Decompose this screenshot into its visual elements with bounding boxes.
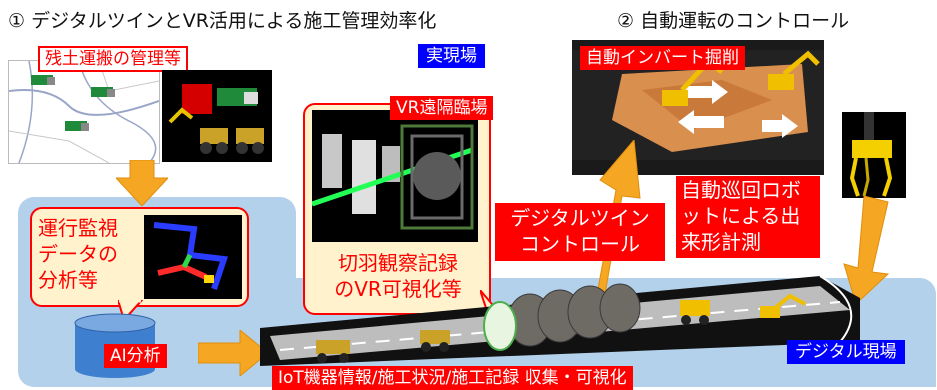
robot-patrol-line1: 自動巡回ロボ bbox=[681, 178, 801, 202]
digital-twin-line1: デジタルツイン bbox=[510, 206, 650, 230]
digital-twin-line2: コントロール bbox=[520, 232, 640, 256]
heatmap-image bbox=[144, 215, 242, 299]
diagonal-up-arrow-icon bbox=[570, 140, 641, 300]
robot-patrol-box: 自動巡回ロボ ットによる出 来形計測 bbox=[676, 176, 820, 258]
operation-data-line2: データの bbox=[38, 242, 118, 266]
down-left-arrow-icon bbox=[843, 196, 890, 305]
site-3d-image bbox=[162, 70, 272, 162]
soil-transport-label: 残土運搬の管理等 bbox=[38, 46, 188, 72]
right-arrow-icon bbox=[198, 330, 268, 376]
title-left: ① デジタルツインとVR活用による施工管理効率化 bbox=[8, 10, 437, 32]
vr-image bbox=[311, 110, 478, 242]
map-image bbox=[8, 60, 160, 164]
operation-data-callout: 運行監視 データの 分析等 bbox=[30, 207, 249, 307]
digital-site-label: デジタル現場 bbox=[787, 340, 905, 364]
title-right: ② 自動運転のコントロール bbox=[617, 10, 850, 32]
face-record-line2: のVR可視化等 bbox=[334, 277, 462, 301]
tunnel-image bbox=[260, 275, 860, 368]
real-site-label: 実現場 bbox=[418, 44, 485, 68]
ai-analysis-label: AI分析 bbox=[104, 344, 167, 368]
vr-remote-label: VR遠隔臨場 bbox=[390, 96, 494, 120]
operation-data-line3: 分析等 bbox=[38, 268, 98, 292]
operation-data-line1: 運行監視 bbox=[38, 216, 118, 240]
digital-twin-control-box: デジタルツイン コントロール bbox=[495, 203, 665, 261]
down-arrow-icon bbox=[116, 160, 168, 206]
robot-patrol-line3: 来形計測 bbox=[681, 230, 761, 254]
face-record-line1: 切羽観察記録 bbox=[338, 251, 458, 275]
auto-invert-label: 自動インバート掘削 bbox=[580, 46, 745, 70]
iot-collection-label: IoT機器情報/施工状況/施工記録 収集・可視化 bbox=[272, 366, 633, 390]
robot-image bbox=[842, 112, 906, 198]
robot-patrol-line2: ットによる出 bbox=[681, 204, 801, 228]
